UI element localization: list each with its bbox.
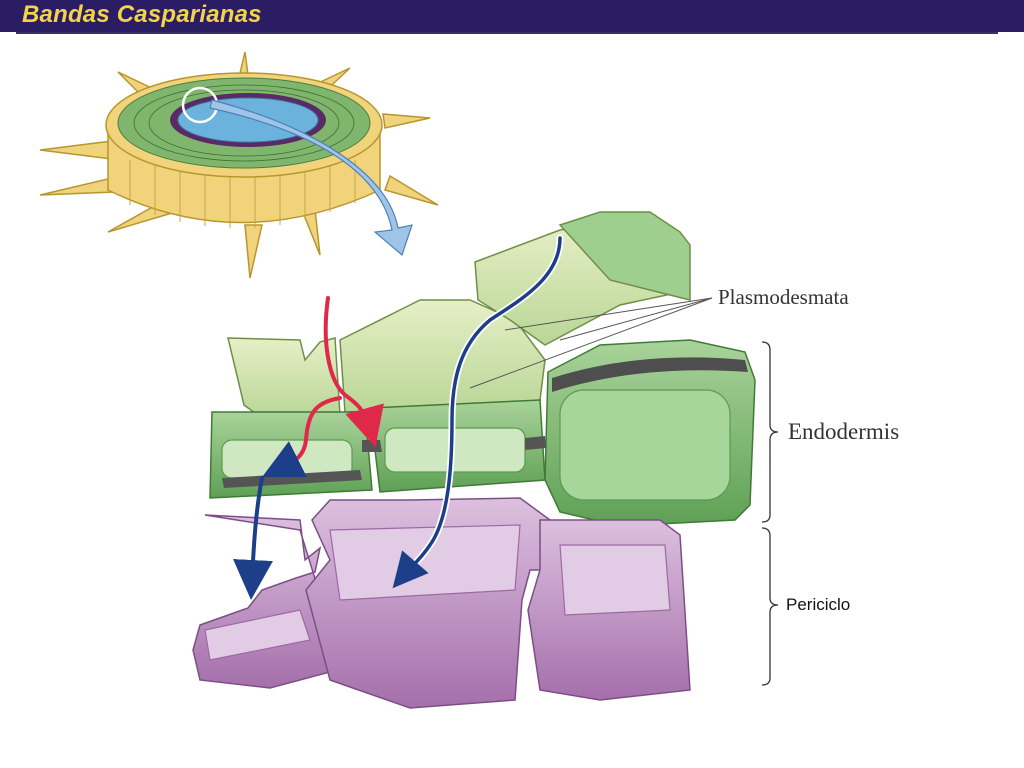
title-bar: Bandas Casparianas <box>0 0 1024 32</box>
tissue-block <box>192 211 779 709</box>
label-plasmodesmata: Plasmodesmata <box>718 285 849 309</box>
periciclo-bracket <box>761 527 779 686</box>
root-cross-section <box>39 51 439 279</box>
plasmodesmata-pointers <box>469 297 713 389</box>
slide-title: Bandas Casparianas <box>22 1 262 28</box>
label-endodermis: Endodermis <box>788 419 900 444</box>
label-periciclo: Periciclo <box>786 595 851 614</box>
symplast-path <box>392 234 564 589</box>
endodermis-bracket <box>761 341 779 523</box>
apoplast-path <box>233 296 384 600</box>
title-divider <box>16 32 998 34</box>
